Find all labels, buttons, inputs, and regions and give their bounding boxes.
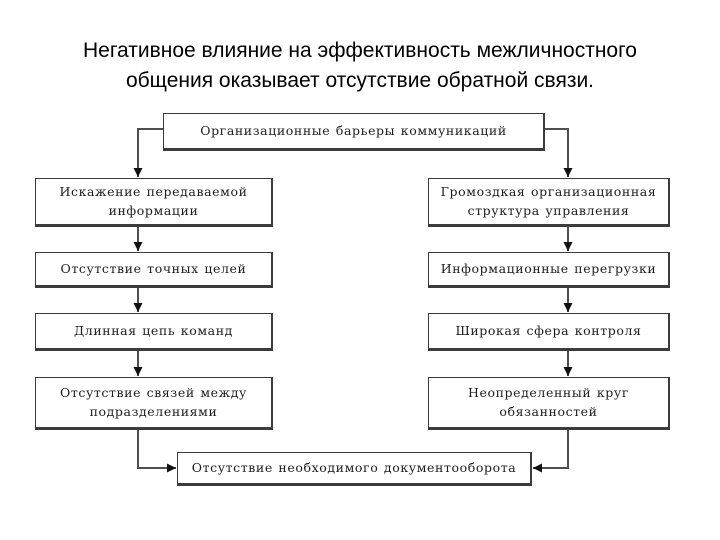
slide-title-line-1: Негативное влияние на эффективность межл…	[83, 39, 637, 62]
node-no-precise-goals: Отсутствие точных целей	[35, 252, 273, 288]
connector-right-to-bottom-icon	[533, 430, 569, 473]
node-no-document-flow: Отсутствие необходимого документооборота	[177, 452, 532, 486]
connector-root-to-right-icon	[545, 128, 573, 177]
node-no-links-between-departments: Отсутствие связей между подразделениями	[35, 377, 273, 430]
node-long-chain-of-command: Длинная цепь команд	[35, 313, 273, 351]
connector-root-to-left-icon	[133, 128, 163, 177]
node-cumbersome-structure: Громоздкая организационная структура упр…	[428, 178, 670, 227]
node-information-overload: Информационные перегрузки	[428, 252, 670, 288]
connector-left-to-bottom-icon	[137, 430, 176, 473]
node-org-barriers: Организационные барьеры коммуникаций	[163, 113, 545, 151]
node-info-distortion: Искажение передаваемой информации	[35, 178, 273, 227]
slide-title-line-2: общения оказывает отсутствие обратной св…	[125, 69, 595, 92]
node-wide-span-of-control: Широкая сфера контроля	[428, 313, 670, 351]
node-undefined-responsibilities: Неопределенный круг обязанностей	[428, 377, 670, 430]
slide-title: Негативное влияние на эффективность межл…	[40, 36, 680, 96]
